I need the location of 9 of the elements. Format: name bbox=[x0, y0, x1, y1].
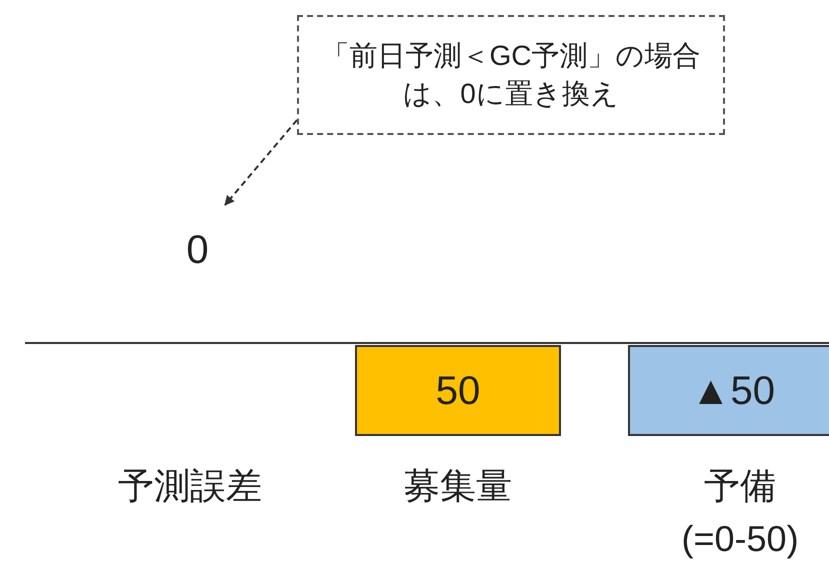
value-text: 0 bbox=[170, 205, 225, 295]
value-bar: ▲50 bbox=[628, 345, 829, 436]
callout-box: 「前日予測＜GC予測」の場合は、0に置き換え bbox=[297, 15, 725, 135]
bar-caption: (=0-50) bbox=[682, 518, 799, 560]
bar-caption: 予備 bbox=[704, 464, 776, 508]
leader-arrow bbox=[224, 119, 298, 206]
value-bar: 50 bbox=[355, 345, 561, 436]
category-label: 予測誤差 bbox=[118, 464, 262, 508]
bar-caption: 募集量 bbox=[404, 464, 512, 508]
